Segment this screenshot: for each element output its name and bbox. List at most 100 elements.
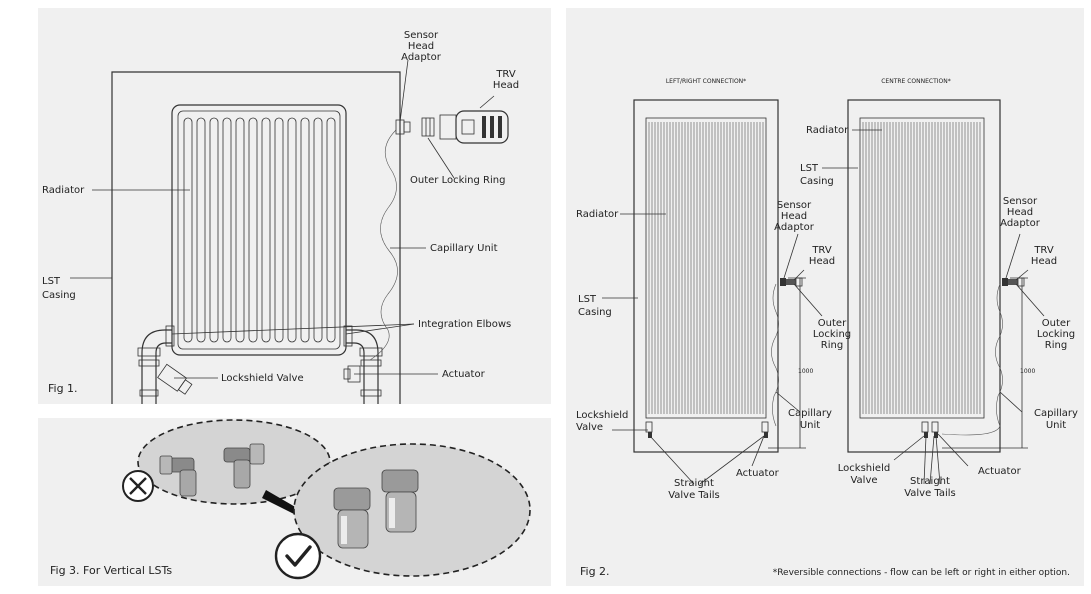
fig1-panel: Sensor Head Adaptor TRV Head Outer Locki…: [38, 8, 551, 404]
fig2-diagram: LEFT/RIGHT CONNECTION* CENTRE CONNECTION…: [576, 78, 1078, 578]
fig2-label-capillary-left-1: Capillary: [788, 408, 832, 419]
fig2-label-lst-centre-1: LST: [800, 163, 819, 174]
fig1-label-sensor-line3: Adaptor: [401, 52, 442, 63]
fig1-label-integration-elbows: Integration Elbows: [418, 319, 511, 330]
fig3-old-elbow-2: [223, 443, 265, 489]
fig2-label-tails-centre-2: Valve Tails: [904, 488, 956, 499]
fig1-label-actuator: Actuator: [442, 369, 486, 380]
fig1-label-outer-locking-ring: Outer Locking Ring: [410, 175, 505, 186]
fig2-label-capillary-left-2: Unit: [800, 420, 820, 431]
fig1-label-trv-line2: Head: [493, 80, 519, 91]
fig2-left-casing: [633, 99, 779, 453]
fig2-label-trv-left-1: TRV: [811, 245, 832, 256]
fig1-capillary: [369, 129, 398, 361]
fig2-label-lst-centre-2: Casing: [800, 176, 834, 187]
fig2-panel: LEFT/RIGHT CONNECTION* CENTRE CONNECTION…: [566, 8, 1084, 586]
fig2-left-trv: [780, 277, 803, 287]
fig1-label-sensor-line2: Head: [408, 41, 434, 52]
fig1-label-sensor-line1: Sensor: [404, 30, 439, 41]
fig2-label-ring-left-2: Locking: [813, 329, 851, 340]
fig1-radiator-flute: [300, 117, 310, 343]
fig2-label-sensor-centre-2: Head: [1007, 207, 1033, 218]
fig1-radiator-flute: [261, 117, 271, 343]
fig1-radiator-inner: [177, 110, 341, 350]
fig2-note: *Reversible connections - flow can be le…: [773, 568, 1070, 578]
fig3-caption: Fig 3. For Vertical LSTs: [50, 564, 172, 577]
fig2-label-trv-centre-1: TRV: [1033, 245, 1054, 256]
fig1-radiator-flute: [209, 117, 219, 343]
fig2-centre-dimension: [942, 277, 1028, 449]
fig2-label-tails-left-1: Straight: [674, 478, 714, 489]
fig1-label-trv-line1: TRV: [495, 69, 516, 80]
fig2-label-sensor-centre-3: Adaptor: [1000, 218, 1041, 229]
fig2-centre-capillary: [941, 283, 1003, 436]
fig1-trv-head: [439, 110, 509, 144]
fig2-label-tails-centre-1: Straight: [910, 476, 950, 487]
fig2-label-lockshield-left-1: Lockshield: [576, 410, 628, 421]
fig1-outer-locking-ring: [421, 117, 435, 137]
fig3-old-elbow-1: [159, 455, 197, 497]
fig1-radiator-flutes: [183, 117, 336, 343]
fig1-radiator-flute: [248, 117, 258, 343]
fig2-label-sensor-left-2: Head: [781, 211, 807, 222]
fig2-left-radiator-flutes: [648, 122, 764, 414]
fig2-centre-lockshield: [921, 421, 929, 438]
fig2-label-sensor-left-1: Sensor: [777, 200, 812, 211]
fig2-label-capillary-centre-1: Capillary: [1034, 408, 1078, 419]
fig1-radiator-flute: [222, 117, 232, 343]
fig1-radiator-flute: [235, 117, 245, 343]
fig1-lockshield-valve: [157, 363, 193, 395]
fig2-label-trv-left-2: Head: [809, 256, 835, 267]
fig1-label-lst-line2: Casing: [42, 290, 76, 301]
fig2-label-lockshield-centre-1: Lockshield: [838, 463, 890, 474]
fig2-left-capillary: [771, 283, 779, 427]
fig2-centre-dimension-label: 1000: [1020, 368, 1035, 375]
fig2-label-trv-centre-2: Head: [1031, 256, 1057, 267]
fig1-diagram: Sensor Head Adaptor TRV Head Outer Locki…: [42, 30, 519, 404]
fig3-new-valve-tail-2: [381, 469, 419, 533]
fig2-left-radiator: [645, 117, 767, 419]
fig2-left-actuator: [761, 421, 769, 438]
fig2-label-radiator-left: Radiator: [576, 209, 619, 220]
fig1-right-elbow: [343, 325, 383, 404]
fig3-diagram: Fig 3. For Vertical LSTs: [50, 419, 531, 580]
fig2-centre-radiator: [859, 117, 985, 419]
fig1-radiator-flute: [326, 117, 336, 343]
fig1-radiator-flute: [287, 117, 297, 343]
fig1-label-lockshield-valve: Lockshield Valve: [221, 373, 304, 384]
fig1-label-radiator: Radiator: [42, 185, 85, 196]
fig2-left-title: LEFT/RIGHT CONNECTION*: [666, 78, 746, 85]
fig2-label-lockshield-centre-2: Valve: [850, 475, 877, 486]
fig2-label-sensor-centre-1: Sensor: [1003, 196, 1038, 207]
fig2-left-dimension-label: 1000: [798, 368, 813, 375]
fig1-sensor-head-adaptor: [395, 119, 411, 135]
fig2-centre-trv: [1002, 277, 1025, 287]
fig1-radiator: [171, 104, 347, 356]
fig2-centre-title: CENTRE CONNECTION*: [881, 78, 951, 85]
fig2-left-lockshield: [645, 421, 653, 438]
fig2-centre-radiator-flutes: [862, 122, 981, 414]
fig2-left-dimension: [768, 277, 806, 449]
fig2-label-ring-left-1: Outer: [818, 318, 847, 329]
fig1-radiator-flute: [313, 117, 323, 343]
fig2-label-lockshield-left-2: Valve: [576, 422, 603, 433]
fig3-panel: Fig 3. For Vertical LSTs: [38, 418, 551, 586]
fig2-label-actuator-left: Actuator: [736, 468, 780, 479]
fig1-label-capillary-unit: Capillary Unit: [430, 243, 498, 254]
fig1-caption: Fig 1.: [48, 382, 78, 395]
fig2-label-ring-left-3: Ring: [821, 340, 843, 351]
fig2-label-tails-left-2: Valve Tails: [668, 490, 720, 501]
fig2-label-sensor-left-3: Adaptor: [774, 222, 815, 233]
fig1-radiator-flute: [274, 117, 284, 343]
fig1-left-elbow: [137, 325, 175, 404]
fig3-cross-icon: [122, 470, 154, 502]
fig1-label-lst-line1: LST: [42, 276, 61, 287]
fig1-radiator-flute: [183, 117, 193, 343]
fig1-radiator-flute: [196, 117, 206, 343]
fig2-centre-actuator: [931, 421, 939, 438]
fig1-lst-casing: [111, 71, 401, 404]
fig3-new-valve-tail-1: [333, 487, 371, 549]
fig3-check-icon: [274, 532, 322, 580]
fig2-label-radiator-centre: Radiator: [806, 125, 849, 136]
fig2-label-ring-centre-1: Outer: [1042, 318, 1071, 329]
